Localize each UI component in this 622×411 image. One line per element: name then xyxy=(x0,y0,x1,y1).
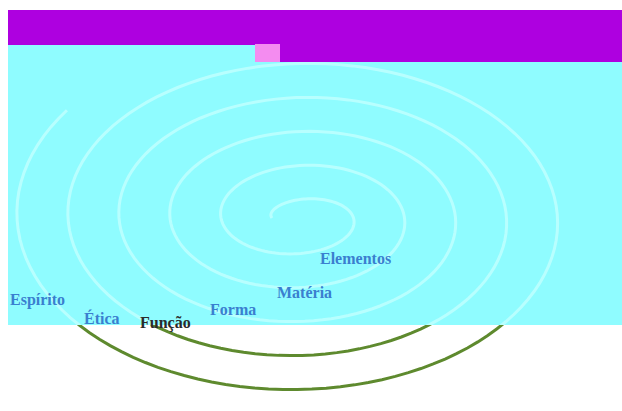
spiral-label: Forma xyxy=(210,302,256,318)
purple-bar-step xyxy=(280,44,622,62)
spiral-label: Ética xyxy=(84,311,120,327)
spiral-line xyxy=(17,63,558,325)
purple-bar xyxy=(8,10,622,45)
spiral-label: Função xyxy=(140,315,191,331)
spiral-label: Espírito xyxy=(10,292,65,308)
pink-patch xyxy=(255,44,280,62)
cyan-panel xyxy=(8,45,622,325)
spiral-label: Elementos xyxy=(320,251,391,267)
spiral-label: Matéria xyxy=(277,285,332,301)
spiral-line xyxy=(17,325,558,390)
